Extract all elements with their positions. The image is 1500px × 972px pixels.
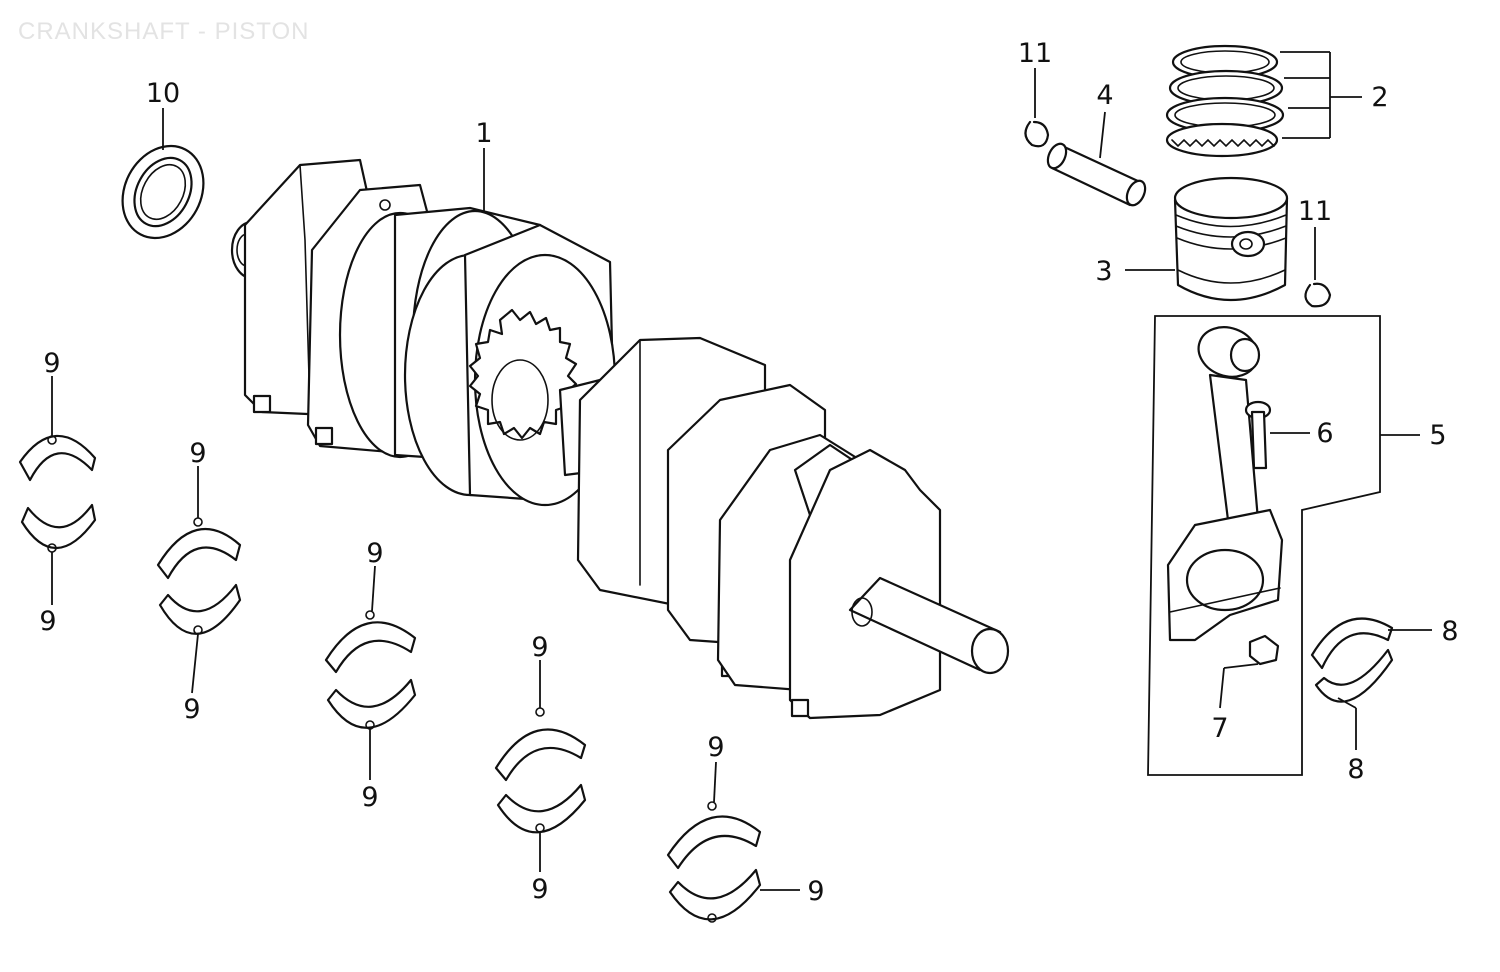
rod-bearing-pair — [1310, 617, 1394, 703]
callout-bearing-2-upper: 9 — [189, 438, 206, 469]
callout-bearing-3-upper: 9 — [366, 538, 383, 569]
callout-piston-rings: 2 — [1371, 82, 1388, 113]
leader-lines — [51, 51, 1432, 891]
callout-piston-pin: 4 — [1096, 80, 1113, 111]
callout-rod-bearing-lower: 8 — [1347, 754, 1364, 785]
bearing-pair-1 — [18, 434, 97, 553]
bearing-pair-3 — [324, 610, 417, 730]
callout-bearing-4-upper: 9 — [531, 632, 548, 663]
callout-clip-left: 11 — [1018, 38, 1052, 69]
callout-bearing-5-upper: 9 — [707, 732, 724, 763]
callout-connecting-rod-bolt: 6 — [1316, 418, 1333, 449]
callout-bearing-1-upper: 9 — [43, 348, 60, 379]
connecting-rod — [1166, 326, 1284, 642]
bearing-pair-5 — [666, 801, 762, 923]
bearing-pair-2 — [156, 517, 242, 635]
callout-bearing-5-lower: 9 — [807, 876, 824, 907]
piston-rings — [1165, 44, 1285, 158]
callout-bearing-4-lower: 9 — [531, 874, 548, 905]
connecting-rod-bolt — [1244, 400, 1272, 470]
callout-crankshaft: 1 — [475, 118, 492, 149]
callout-oil-seal: 10 — [146, 78, 180, 109]
callout-bearing-1-lower: 9 — [39, 606, 56, 637]
oil-seal — [121, 144, 205, 240]
bearing-pair-4 — [494, 707, 587, 834]
callout-connecting-rod-assembly: 5 — [1429, 420, 1446, 451]
callout-clip-right: 11 — [1298, 196, 1332, 227]
piston — [1173, 176, 1289, 301]
connecting-rod-nut — [1248, 634, 1280, 666]
diagram-title: CRANKSHAFT - PISTON — [18, 18, 310, 45]
callout-piston: 3 — [1095, 256, 1112, 287]
piston-pin-clip-right — [1304, 282, 1332, 308]
callout-bearing-2-lower: 9 — [183, 694, 200, 725]
connecting-rod-assembly-bracket — [1147, 315, 1381, 776]
crankshaft — [230, 158, 1010, 720]
callout-bearing-3-lower: 9 — [361, 782, 378, 813]
callout-connecting-rod-nut: 7 — [1211, 713, 1228, 744]
callout-rod-bearing-upper: 8 — [1441, 616, 1458, 647]
piston-pin — [1046, 142, 1147, 207]
piston-pin-clip-left — [1024, 120, 1050, 148]
